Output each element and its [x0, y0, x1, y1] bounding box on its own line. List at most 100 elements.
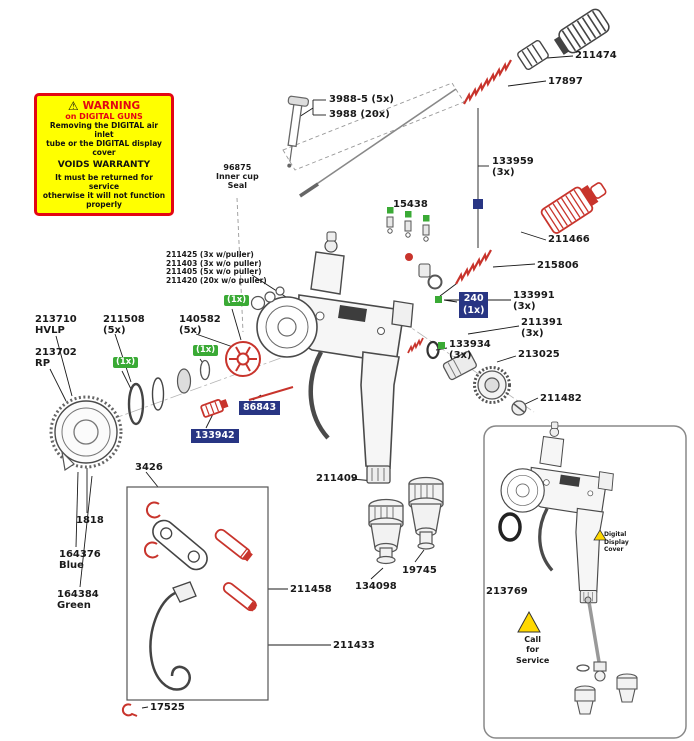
label-line: 211458 [290, 584, 332, 595]
label-line: (3x) [521, 328, 544, 340]
label-line: (1x) [227, 295, 247, 305]
warning-title-row: ⚠ WARNING [39, 100, 169, 112]
label-15438: 15438 [393, 199, 428, 210]
spring-215806 [455, 249, 492, 285]
label-215806: 215806 [537, 260, 579, 271]
warning-line: on DIGITAL GUNS [65, 112, 143, 121]
label-line: 134098 [355, 581, 397, 592]
red-pin [214, 528, 253, 562]
label-line: 215806 [537, 260, 579, 271]
label-line: 211482 [540, 393, 582, 404]
inset-cup-fittings [574, 664, 638, 715]
label-line: 211433 [333, 640, 375, 651]
label-211433: 211433 [333, 640, 375, 651]
label-line: Digital [604, 531, 627, 538]
warning-triangle-icon [517, 610, 541, 633]
label-line: 211409 [316, 473, 358, 484]
label-17897: 17897 [548, 76, 583, 87]
circlip [145, 501, 161, 519]
label-line: 213710 [35, 314, 77, 325]
label-line: 3988 (20x) [329, 109, 390, 120]
label-133991: 133991(3x) [513, 290, 555, 313]
label-line: 3426 [135, 462, 163, 473]
seal-ring-213769 [498, 512, 522, 542]
label-line: Service [516, 655, 550, 665]
warning-line: It must be returned for service [55, 173, 153, 191]
label-line: 213702 [35, 347, 77, 358]
needle-spring-86843 [248, 386, 294, 401]
label-line: Green [57, 600, 91, 612]
label-line: 211508 [103, 314, 145, 325]
label-1x-b: (1x) [193, 345, 219, 357]
label-line: Call [524, 635, 542, 644]
label-211466: 211466 [548, 234, 590, 245]
label-line: 133942 [195, 430, 235, 441]
label-line: (5x) [103, 325, 126, 337]
valve-chain-right [407, 337, 527, 416]
label-line: 3988-5 (5x) [329, 94, 394, 105]
warning-line: Removing the DIGITAL air inlet [49, 121, 159, 139]
cup-fitting-134098 [368, 498, 404, 565]
label-line: Cover [604, 546, 624, 553]
label-line: Inner cup [216, 172, 259, 182]
label-211458: 211458 [290, 584, 332, 595]
warning-triangle-icon [593, 529, 607, 541]
label-140582: 140582(5x) [179, 314, 221, 337]
label-line: (5x) [179, 325, 202, 337]
label-line: 240 [463, 293, 484, 304]
green-square-marker [438, 342, 445, 349]
label-211482: 211482 [540, 393, 582, 404]
blue-square-marker [473, 199, 483, 209]
label-line: 19745 [402, 565, 437, 576]
warning-triangle-icon: ⚠ [67, 99, 79, 113]
warning-line: otherwise it will not function [42, 191, 166, 200]
label-3988-5: 3988-5 (5x) [329, 94, 394, 105]
circlip [143, 541, 159, 559]
air-cap-parts [49, 359, 211, 472]
warning-line: properly [86, 200, 122, 209]
label-line: 86843 [243, 402, 277, 413]
hanger-hook [149, 591, 191, 691]
spring-17897 [463, 59, 512, 105]
label-line: HVLP [35, 325, 65, 337]
red-nozzle-133942 [200, 398, 229, 418]
kit-box-3426 [126, 486, 269, 701]
label-line: RP [35, 358, 51, 370]
leader-lines [49, 55, 593, 709]
label-133934: 133934(3x) [449, 339, 491, 362]
label-line: 164384 [57, 589, 99, 600]
label-line: 211391 [521, 317, 563, 328]
label-line: Display [604, 538, 629, 546]
label-133942: 133942 [191, 429, 239, 443]
label-line: (3x) [449, 350, 472, 362]
label-19745: 19745 [402, 565, 437, 576]
label-line: 211466 [548, 234, 590, 245]
red-knob-211466 [540, 182, 607, 234]
label-line: 96875 [223, 163, 252, 172]
label-1x-a: (1x) [224, 295, 250, 307]
label-line: 17897 [548, 76, 583, 87]
label-line: 133991 [513, 290, 555, 301]
label-line: 1818 [76, 515, 104, 526]
label-213769: 213769 [486, 586, 528, 597]
label-line: for [526, 645, 540, 655]
warning-title: WARNING [82, 100, 141, 112]
label-1818: 1818 [76, 515, 104, 526]
label-3988: 3988 (20x) [329, 109, 390, 120]
pin-set-15438 [386, 207, 443, 290]
green-square-marker [435, 296, 442, 303]
trigger-bracket [152, 519, 208, 571]
inset-panel [483, 420, 687, 739]
label-1x-c: (1x) [113, 357, 139, 369]
red-clip-17525 [121, 703, 138, 717]
label-line: Seal [227, 181, 247, 191]
label-line: 211474 [575, 50, 617, 61]
label-211425-group: 211425 (3x w/puller)211403 (3x w/o pulle… [166, 250, 267, 285]
knurled-cap-211474 [517, 8, 610, 71]
